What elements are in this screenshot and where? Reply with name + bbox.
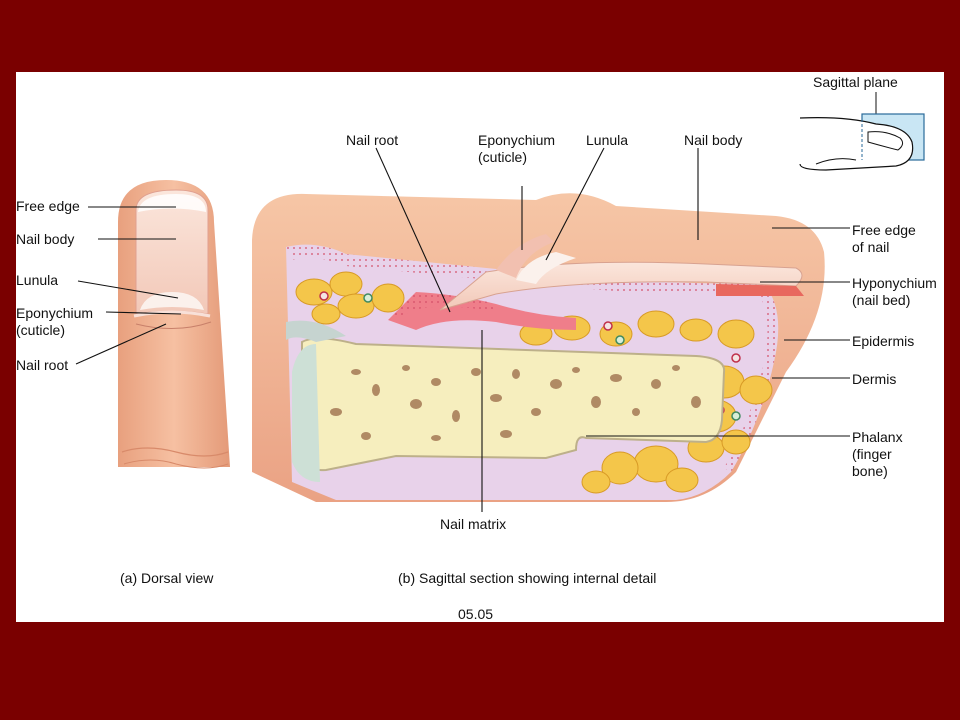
caption-dorsal-view: (a) Dorsal view <box>120 570 214 586</box>
figure-panel: Free edge Nail body Lunula Eponychium (c… <box>16 72 944 622</box>
label-nail-root: Nail root <box>346 132 399 148</box>
label-lunula-dorsal: Lunula <box>16 272 59 288</box>
label-free-edge-dorsal: Free edge <box>16 198 80 214</box>
sagittal-plane-inset <box>799 92 925 171</box>
dorsal-leader-lines <box>75 206 182 365</box>
bone-marrow <box>330 365 701 441</box>
dorsal-lunula <box>140 292 204 310</box>
nail-anatomy-illustration <box>75 92 925 512</box>
sagittal-leader-lines <box>375 147 850 512</box>
label-nail-root-dorsal: Nail root <box>16 357 69 373</box>
label-epidermis: Epidermis <box>852 333 915 349</box>
caption-sagittal-section: (b) Sagittal section showing internal de… <box>398 570 657 586</box>
label-lunula: Lunula <box>586 132 629 148</box>
label-dermis: Dermis <box>852 371 897 387</box>
label-eponychium: Eponychium (cuticle) <box>478 132 556 165</box>
sagittal-section <box>252 193 825 502</box>
sagittal-eponychium <box>496 234 554 278</box>
label-hyponychium: Hyponychium (nail bed) <box>852 275 937 308</box>
dorsal-finger <box>118 180 230 469</box>
label-free-edge-of-nail: Free edge of nail <box>852 222 916 255</box>
label-nail-body: Nail body <box>684 132 743 148</box>
label-sagittal-plane: Sagittal plane <box>813 74 898 90</box>
sagittal-lunula <box>516 252 576 284</box>
label-nail-matrix: Nail matrix <box>440 516 507 532</box>
label-nail-body-dorsal: Nail body <box>16 231 75 247</box>
phalanx-bone <box>301 337 726 472</box>
dorsal-eponychium <box>133 310 211 318</box>
figure-number: 05.05 <box>458 606 494 622</box>
dorsal-nail-root-fold <box>135 321 212 330</box>
label-phalanx: Phalanx (finger bone) <box>852 429 903 479</box>
label-eponychium-dorsal: Eponychium (cuticle) <box>16 305 94 338</box>
